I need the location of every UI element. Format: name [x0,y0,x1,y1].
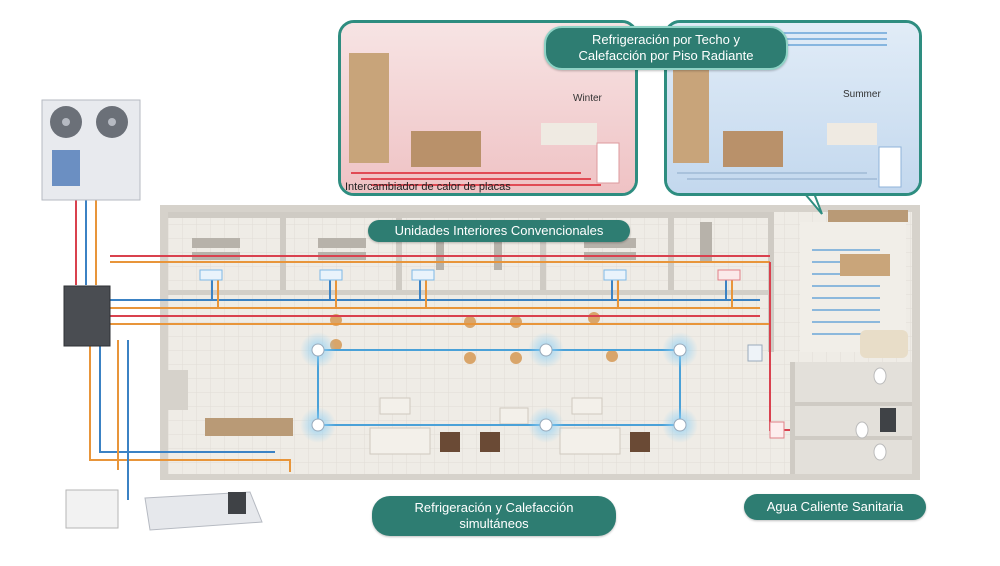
conventional-units-text: Unidades Interiores Convencionales [394,223,604,238]
simultaneous-pill: Refrigeración y Calefacción simultáneos [372,496,616,536]
lounge-furniture [205,312,650,455]
hot-water-text: Agua Caliente Sanitaria [766,499,904,514]
hot-water-pill: Agua Caliente Sanitaria [744,494,926,520]
cassette-units [300,332,698,443]
ceiling-floor-title: Refrigeración por Techo y Calefacción po… [544,26,788,70]
wall-units [199,269,741,281]
hydro-units-icon [65,489,263,531]
radiant-office [800,210,908,358]
summer-label: Summer [843,89,881,100]
mode-change-box-icon [63,285,111,347]
simultaneous-text: Refrigeración y Calefacción simultáneos [414,500,574,531]
hot-water-units [747,344,896,461]
outdoor-unit-icon [41,99,141,201]
plate-exchanger-label: Intercambiador de calor de placas [345,181,511,193]
conventional-units-pill: Unidades Interiores Convencionales [368,220,630,242]
winter-label: Winter [573,93,602,104]
ceiling-floor-title-text: Refrigeración por Techo y Calefacción po… [578,32,754,63]
